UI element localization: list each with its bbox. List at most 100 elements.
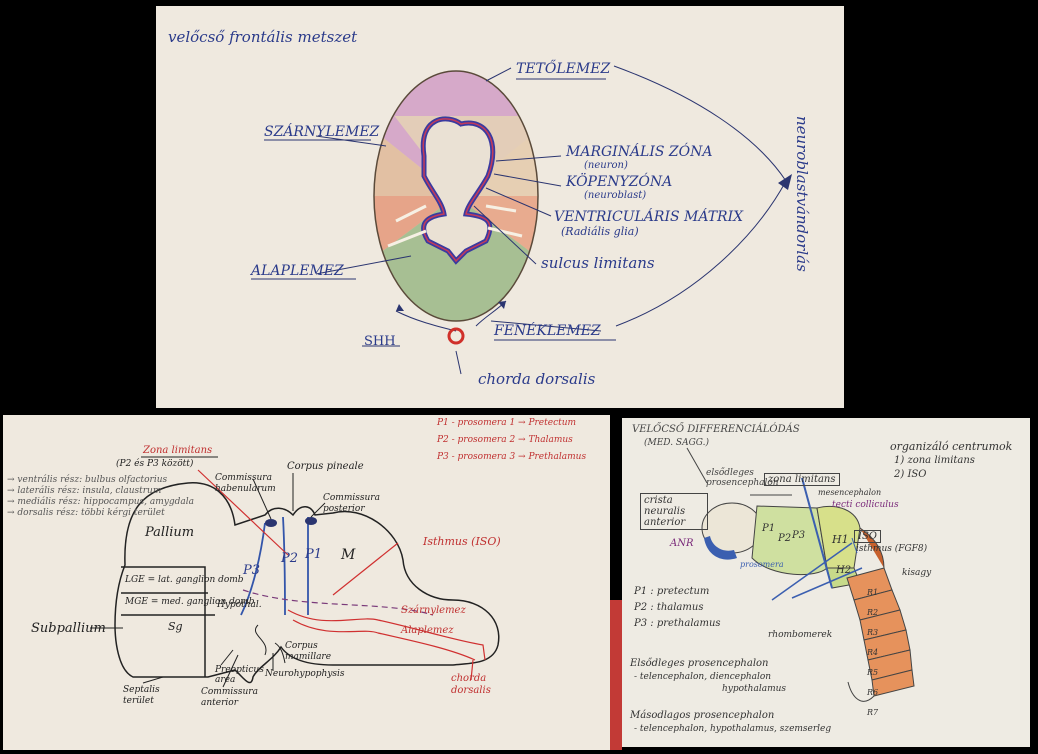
panel1-title: velőcső frontális metszet [168, 28, 358, 46]
primary-pros-label: elsődleges prosencephalon [706, 468, 779, 488]
background-strip [610, 600, 622, 750]
kisagy-label: kisagy [902, 568, 932, 578]
p3-label: P3 [243, 563, 261, 578]
crista-box: crista neuralis anterior [640, 493, 708, 530]
def-p3: P3 : prethalamus [634, 618, 721, 629]
rhombomere-labels: R1 R2 R3 R4 R5 R6 R7 [867, 583, 878, 723]
prosomere-legend: P1 - prosomera 1 → Pretectum P2 - prosom… [437, 415, 586, 466]
ventricularis-label: VENTRICULÁRIS MÁTRIX [554, 209, 744, 225]
legend-item-p3: P3 - prosomera 3 → Prethalamus [437, 452, 587, 462]
legend-item-p2: P2 - prosomera 2 → Thalamus [437, 435, 573, 445]
note-dorsalis: → dorsalis rész: többi kérgi terület [7, 508, 165, 518]
panel3-subtitle: (MED. SAGG.) [644, 438, 710, 448]
note-medialis: → mediális rész: hippocampus, amygdala [7, 497, 194, 507]
mes-label: mesencephalon [818, 488, 882, 497]
chorda-label-2: chorda dorsalis [451, 673, 491, 696]
kopeny-sub: (neuroblast) [584, 190, 647, 201]
p2-label-3: P2 [778, 533, 792, 544]
alaplemez-leader [315, 255, 412, 275]
brain-outline-diagram [90, 456, 500, 688]
tetolemez-label: TETŐLEMEZ [516, 61, 611, 77]
brain-sagittal-panel: P1 - prosomera 1 → Pretectum P2 - prosom… [3, 415, 610, 750]
neural-tube-frontal-panel: velőcső frontális metszet TETŐLEMEZ SZÁR… [156, 6, 844, 408]
tube-outline [373, 70, 539, 322]
h1-label: H1 [832, 533, 849, 546]
zona-limitans-label: Zona limitans [143, 445, 213, 456]
septal-label: Septalis terület [123, 685, 160, 706]
p3-label-3: P3 [792, 530, 806, 541]
neural-tube-diagram [251, 65, 792, 375]
zona-sub: (P2 és P3 között) [116, 459, 194, 469]
hypothal-label: Hypothal. [217, 600, 262, 610]
zona-limitans-line [801, 477, 833, 589]
def-p2: P2 : thalamus [634, 602, 704, 613]
org-centers-title: organizáló centrumok [890, 440, 1013, 453]
secondary-pros-title: Másodlagos prosencephalon [630, 710, 775, 721]
pallium-notes: → ventrális rész: bulbus olfactorius → l… [7, 475, 194, 519]
colliculus-label: tecti colliculus [832, 500, 899, 510]
pallium-label: Pallium [145, 525, 195, 540]
alaplemez-label-2: Alaplemez [401, 625, 454, 636]
central-canal [420, 116, 496, 265]
r2-label: R2 [867, 608, 879, 617]
r6-label: R6 [867, 688, 879, 697]
marginalis-label: MARGINÁLIS ZÓNA [566, 144, 713, 160]
p2-boundary [282, 516, 286, 616]
neural-tube-differentiation-panel: VELŐCSŐ DIFFERENCIÁLÓDÁS (MED. SAGG.) or… [622, 418, 1030, 747]
primary-pros-line2: hypothalamus [722, 684, 787, 694]
prosomere-defs: P1 : pretectum P2 : thalamus P3 : pretha… [634, 584, 721, 632]
szarnylemez-label: SZÁRNYLEMEZ [264, 124, 380, 140]
marginalis-sub: (neuron) [584, 160, 628, 171]
subpallium-label: Subpallium [31, 621, 106, 636]
r3-label: R3 [867, 628, 879, 637]
r4-label: R4 [867, 648, 879, 657]
neurohyp-label: Neurohypophysis [265, 669, 345, 679]
preoptic-label: Preopticus area [215, 665, 264, 685]
ventricularis-sub: (Radiális glia) [561, 225, 639, 238]
panel3-title: VELŐCSŐ DIFFERENCIÁLÓDÁS [632, 424, 800, 435]
def-p1: P1 : pretectum [634, 586, 710, 597]
note-lateralis: → laterális rész: insula, claustrum [7, 486, 162, 496]
kopeny-label: KÖPENYZÓNA [566, 174, 673, 190]
zona-leader [197, 469, 289, 556]
sulcus-line [287, 609, 486, 661]
brain-outline [114, 482, 500, 684]
secondary-pros-line1: - telencephalon, hypothalamus, szemserle… [634, 724, 832, 734]
alaplemez-label: ALAPLEMEZ [251, 263, 344, 279]
comm-post-label: Commissura posterior [323, 493, 380, 514]
r5-label: R5 [867, 668, 879, 677]
primary-pros-line1: - telencephalon, diencephalon [634, 672, 772, 682]
note-ventralis: → ventrális rész: bulbus olfactorius [7, 475, 168, 485]
isthmus-label: Isthmus (ISO) [423, 535, 501, 548]
p1-label-3: P1 [762, 523, 776, 534]
p1-label: P1 [305, 547, 323, 562]
chorda-dorsalis-circle [447, 327, 465, 345]
sg-label: Sg [168, 620, 183, 633]
isthmus-leader [332, 542, 399, 596]
sulcus-label: sulcus limitans [541, 254, 655, 272]
r7-label: R7 [867, 708, 879, 717]
primary-pros-title: Elsődleges prosencephalon [630, 658, 769, 669]
fenéklemez-label: FENÉKLEMEZ [494, 323, 601, 339]
differentiation-diagram [686, 447, 915, 702]
anr-label: ANR [670, 538, 694, 549]
org-item-zona: 1) zona limitans [894, 455, 975, 466]
r1-label: R1 [867, 588, 879, 597]
m-label: M [341, 547, 356, 563]
zona-limitans-box: zona limitans [764, 473, 840, 486]
tetolemez-leader [485, 67, 512, 82]
shh-label: SHH [364, 334, 396, 349]
corpus-pineale-label: Corpus pineale [287, 461, 364, 472]
org-centers-list: 1) zona limitans 2) ISO [894, 454, 975, 482]
p2-label: P2 [281, 551, 299, 566]
szarnylemez-label-2: Szárnylemez [401, 605, 466, 616]
prosomera-label: prosomera [740, 560, 784, 569]
corpus-mam-label: Corpus mamillare [285, 641, 332, 662]
szarnylemez-leader [315, 135, 387, 147]
isthmus-label-3: isthmus (FGF8) [856, 544, 928, 554]
chorda-label: chorda dorsalis [478, 370, 596, 388]
org-item-iso: 2) ISO [894, 469, 927, 480]
lge-label: LGE = lat. ganglion domb [125, 575, 244, 585]
rhombomere-title: rhombomerek [768, 630, 833, 640]
neuroblast-migration-label: neuroblastvándorlás [793, 116, 811, 272]
